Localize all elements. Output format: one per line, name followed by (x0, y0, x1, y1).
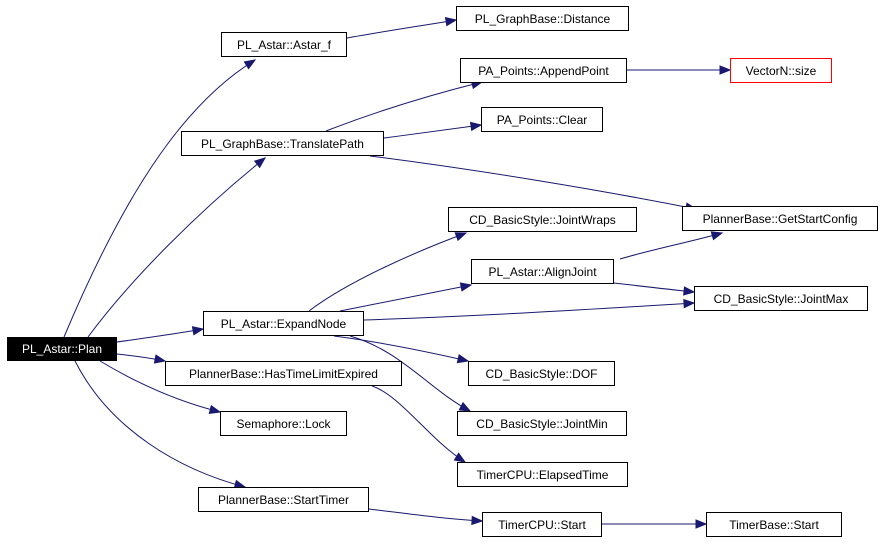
arrowhead-hastimelimitexpired-to-elapsedtime (453, 452, 467, 463)
arrowhead-plan-to-hastimelimitexpired (153, 354, 167, 364)
edge-expandnode-to-jointwraps (308, 232, 467, 312)
arrowhead-plan-to-translatepath (253, 157, 267, 169)
node-plannerbase-getstartconfig[interactable]: PlannerBase::GetStartConfig (682, 206, 878, 231)
arrowhead-alignjoint-to-getstartconfig (710, 231, 724, 241)
edge-expandnode-to-dof (333, 335, 469, 362)
arrowhead-astar-f-to-distance (444, 17, 458, 27)
node-pl-graphbase-translatepath[interactable]: PL_GraphBase::TranslatePath (181, 131, 384, 156)
node-pl-astar-alignjoint[interactable]: PL_Astar::AlignJoint (471, 259, 614, 284)
node-pl-astar-expandnode[interactable]: PL_Astar::ExpandNode (203, 311, 364, 336)
node-cd-basicstyle-jointwraps[interactable]: CD_BasicStyle::JointWraps (448, 207, 637, 232)
node-timercpu-elapsedtime[interactable]: TimerCPU::ElapsedTime (457, 462, 628, 487)
node-semaphore-lock[interactable]: Semaphore::Lock (220, 411, 347, 436)
arrowhead-expandnode-to-dof (456, 354, 470, 364)
arrowhead-starttimer-to-timercpustart (471, 515, 484, 526)
node-plannerbase-hastimelimitexpired[interactable]: PlannerBase::HasTimeLimitExpired (165, 361, 402, 386)
arrowhead-plan-to-astar-f (243, 59, 257, 70)
arrowhead-appendpoint-to-vectorsize (719, 65, 732, 75)
edge-expandnode-to-jointmax (363, 302, 695, 321)
arrowhead-expandnode-to-alignjoint (459, 282, 473, 292)
node-pl-astar-astar-f[interactable]: PL_Astar::Astar_f (221, 32, 347, 57)
edge-plan-to-semaphorelock (99, 360, 221, 413)
arrowhead-alignjoint-to-jointmax (683, 286, 696, 296)
arrowhead-plan-to-expandnode (191, 326, 205, 336)
arrowhead-timercpustart-to-timerbasestart (695, 519, 708, 529)
node-vectorn-size[interactable]: VectorN::size (730, 58, 832, 83)
edge-hastimelimitexpired-to-elapsedtime (371, 385, 466, 463)
node-pl-graphbase-distance[interactable]: PL_GraphBase::Distance (456, 6, 629, 31)
node-cd-basicstyle-dof[interactable]: CD_BasicStyle::DOF (468, 361, 615, 386)
edge-plan-to-starttimer (74, 360, 246, 488)
edge-expandnode-to-jointmin (349, 335, 471, 412)
edge-alignjoint-to-jointmax (613, 282, 695, 293)
edge-plan-to-expandnode (116, 328, 204, 343)
arrowhead-expandnode-to-jointmax (683, 298, 696, 309)
arrowhead-translatepath-to-clear (469, 121, 483, 132)
edge-translatepath-to-clear (383, 124, 482, 139)
edge-plan-to-translatepath (87, 157, 266, 338)
edge-expandnode-to-alignjoint (339, 284, 472, 312)
edge-translatepath-to-getstartconfig (369, 155, 697, 210)
node-plannerbase-starttimer[interactable]: PlannerBase::StartTimer (198, 487, 369, 512)
node-cd-basicstyle-jointmin[interactable]: CD_BasicStyle::JointMin (457, 411, 627, 436)
node-pa-points-clear[interactable]: PA_Points::Clear (481, 107, 603, 132)
node-timercpu-start[interactable]: TimerCPU::Start (482, 512, 602, 537)
edge-astar-f-to-distance (346, 19, 457, 39)
edge-alignjoint-to-getstartconfig (619, 232, 723, 260)
arrowhead-expandnode-to-jointmin (458, 401, 472, 412)
node-cd-basicstyle-jointmax[interactable]: CD_BasicStyle::JointMax (694, 286, 868, 311)
arrowhead-expandnode-to-jointwraps (454, 232, 468, 242)
edge-starttimer-to-timercpustart (368, 508, 483, 522)
node-pa-points-appendpoint[interactable]: PA_Points::AppendPoint (460, 58, 627, 83)
edge-translatepath-to-appendpoint (325, 81, 483, 132)
node-timerbase-start[interactable]: TimerBase::Start (706, 512, 842, 537)
arrowhead-plan-to-semaphorelock (208, 404, 222, 415)
edge-plan-to-astar-f (63, 59, 256, 338)
node-pl-astar-plan[interactable]: PL_Astar::Plan (7, 337, 117, 361)
